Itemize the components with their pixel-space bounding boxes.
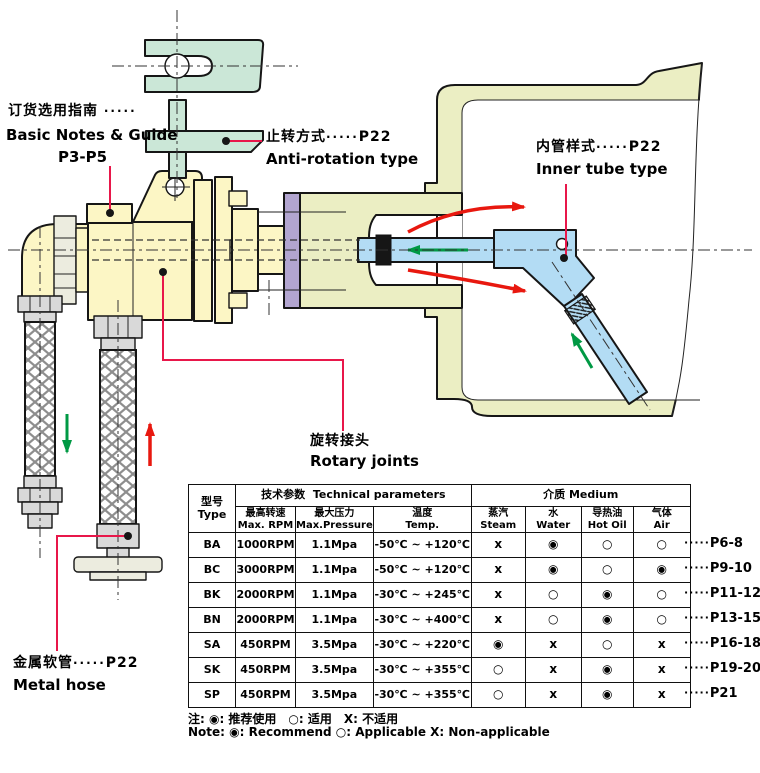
col-group-technical: 技术参数 Technical parameters: [235, 484, 472, 507]
anti-rotation-bracket: [144, 39, 265, 179]
tube-centerline: [551, 261, 651, 411]
flange-bolt-bottom: [228, 292, 248, 309]
break-line: [671, 62, 703, 417]
page-ref: ·····P21: [684, 686, 738, 701]
centerlines: [8, 10, 752, 600]
basic-notes-label-cn: 订货选用指南 ·····: [8, 103, 137, 119]
inner-tube-label-en: Inner tube type: [536, 160, 668, 178]
thread-collar: [563, 295, 597, 325]
metal-hose-label-cn: 金属软管·····P22: [13, 655, 139, 671]
anti-rotation-dots: ·····: [326, 130, 359, 144]
page-ref: ·····P9-10: [684, 561, 752, 576]
page-ref: ·····P13-15: [684, 611, 760, 626]
basic-notes-label-en: Basic Notes & Guide: [6, 126, 178, 144]
inner-tube-dots: ·····: [596, 140, 629, 154]
anti-rotation-page: P22: [358, 129, 392, 145]
metal-hose-page: P22: [105, 655, 139, 671]
anti-rotation-label-cn: 止转方式·····P22: [266, 129, 392, 145]
leader-lines: [56, 137, 568, 651]
housing-boss: [132, 170, 203, 223]
fork-bracket: [144, 39, 265, 93]
legend-note-en: Note: ◉: Recommend ○: Applicable X: Non-…: [188, 725, 550, 739]
page-ref: ·····P6-8: [684, 536, 743, 551]
anti-rotation-cn: 止转方式: [266, 129, 326, 145]
elbow-nut: [53, 215, 77, 305]
col-group-medium: 介质 Medium: [470, 484, 691, 507]
inner-tube-page: P22: [628, 139, 662, 155]
metal-hose-cn: 金属软管: [13, 655, 73, 671]
inner-tube-label-cn: 内管样式·····P22: [536, 139, 662, 155]
basic-notes-cn: 订货选用指南: [8, 103, 98, 119]
joint-housing: [87, 221, 193, 321]
basic-notes-page: P3-P5: [58, 148, 108, 166]
page-ref: ·····P16-18: [684, 636, 760, 651]
basic-notes-dots: ·····: [103, 104, 137, 118]
flow-arrow-up-icon: [570, 332, 594, 369]
rotation-arrow-bottom-icon: [407, 268, 527, 294]
anti-rotation-label-en: Anti-rotation type: [266, 150, 419, 168]
rotation-arrow-top-icon: [407, 201, 526, 234]
page-ref: ·····P11-12: [684, 586, 760, 601]
metal-hose-label-en: Metal hose: [13, 676, 106, 694]
legend-note-cn: 注: ◉: 推荐使用 ○: 适用 X: 不适用: [188, 712, 399, 726]
metal-hose-dots: ·····: [73, 656, 106, 670]
flange-bolt-top: [228, 190, 248, 207]
anti-rotation-arm: [145, 130, 264, 153]
rotary-joints-label-cn: 旋转接头: [310, 433, 370, 449]
rotary-joints-label-en: Rotary joints: [310, 452, 419, 470]
angled-tube: [563, 293, 648, 405]
inner-tube-cn: 内管样式: [536, 139, 596, 155]
page-ref: ·····P19-20: [684, 661, 760, 676]
